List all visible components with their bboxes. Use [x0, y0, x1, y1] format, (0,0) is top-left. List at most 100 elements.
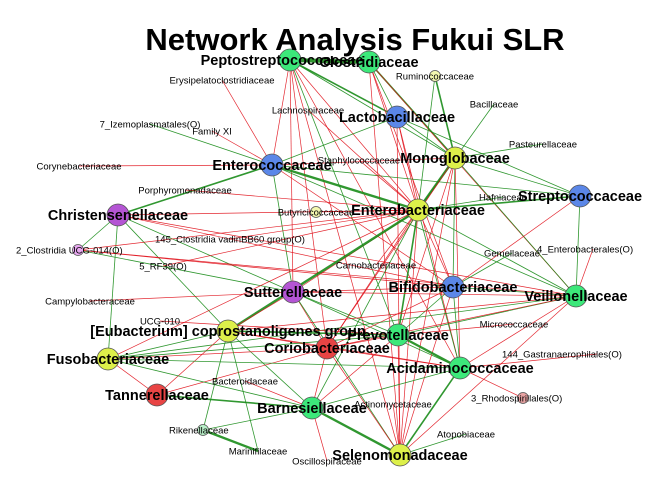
edge-streptococcaceae-enterobacteriaceae: [417, 195, 581, 211]
edge-monoglobaceae-streptococcaceae: [454, 157, 581, 197]
node-clostridiaceae: [357, 50, 381, 74]
edge-lactobacillaceae-streptococcaceae: [396, 116, 581, 197]
node-veillonellaceae: [564, 284, 588, 308]
node-bifidobacteriaceae: [441, 275, 465, 299]
label-clostridia_vadin: 145_Clostridia vadinBB60 group(O): [155, 235, 305, 246]
edge-clostridia_ucg014-bifidobacteriaceae: [77, 249, 454, 288]
edge-bifidobacteriaceae-acidaminococcaceae: [452, 286, 461, 369]
label-ruminococcaceae: Ruminococcaceae: [396, 72, 474, 83]
edge-peptostreptococcaceae-acidaminococcaceae: [289, 59, 461, 369]
edge-peptostreptococcaceae-lactobacillaceae: [289, 59, 398, 118]
edge-eubacterium-fusobacteriaceae: [107, 330, 229, 360]
edge-acidaminococcaceae-barnesiellaceae: [311, 367, 461, 409]
edge-eubacterium-barnesiellaceae: [227, 330, 313, 409]
edge-enterobacteriaceae-acidaminococcaceae: [417, 209, 461, 369]
label-erysipelatoclostridiaceae: Erysipelatoclostridiaceae: [169, 76, 274, 87]
edge-eubacterium-rikenellaceae: [202, 330, 229, 431]
edge-carnobacteriaceae-enterobacteriaceae: [375, 209, 419, 266]
edge-coriobacteriaceae-fusobacteriaceae: [107, 347, 328, 360]
label-layer: PeptostreptococcaceaeClostridiaceaeErysi…: [16, 53, 642, 468]
label-peptostreptococcaceae: Peptostreptococcaceae: [201, 53, 364, 69]
edge-enterococcaceae-christensenellaceae: [117, 164, 273, 216]
node-layer: [72, 48, 592, 467]
edge-peptostreptococcaceae-coriobacteriaceae: [289, 59, 328, 349]
edge-acidaminococcaceae-fusobacteriaceae: [107, 358, 461, 369]
label-enterobacterales: 4_Enterobacterales(O): [537, 245, 633, 256]
label-pasteurellaceae: Pasteurellaceae: [509, 140, 577, 151]
label-tannerellaceae: Tannerellaceae: [105, 388, 209, 404]
edge-campylobacteraceae-sutterellaceae: [89, 291, 294, 302]
node-barnesiellaceae: [300, 396, 324, 420]
label-selenomonadaceae: Selenomonadaceae: [332, 448, 467, 464]
edge-enterobacteriaceae-coriobacteriaceae: [326, 209, 419, 349]
edge-fusobacteriaceae-barnesiellaceae: [107, 358, 313, 409]
edge-monoglobaceae-bifidobacteriaceae: [452, 157, 456, 288]
edge-porphyromonadaceae-enterobacteriaceae: [184, 189, 419, 211]
label-lachnospiraceae: Lachnospiraceae: [272, 106, 344, 117]
edge-bacteroidaceae-barnesiellaceae: [244, 380, 313, 409]
edge-clostridia_ucg014-veillonellaceae: [77, 249, 577, 297]
edge-enterococcaceae-bifidobacteriaceae: [271, 164, 454, 288]
edge-christensenellaceae-eubacterium: [117, 214, 229, 332]
label-rf39: 5_RF39(O): [139, 262, 187, 273]
node-eubacterium: [216, 319, 240, 343]
edge-sutterellaceae-veillonellaceae: [292, 291, 577, 297]
edge-christensenellaceae-bifidobacteriaceae: [117, 214, 454, 288]
edge-erysipelatoclostridiaceae-enterococcaceae: [221, 79, 273, 166]
label-monoglobaceae: Monoglobaceae: [400, 151, 510, 167]
edge-barnesiellaceae-selenomonadaceae: [311, 406, 401, 457]
edge-monoglobaceae-coriobacteriaceae: [326, 157, 456, 349]
edge-bifidobacteriaceae-veillonellaceae: [452, 286, 577, 297]
node-butyricicoccaceae: [310, 206, 322, 218]
edge-sutterellaceae-selenomonadaceae: [292, 291, 401, 456]
node-peptostreptococcaceae: [278, 48, 302, 72]
edge-coriobacteriaceae-tannerellaceae: [156, 347, 328, 396]
label-acidaminococcaceae: Acidaminococcaceae: [386, 361, 534, 377]
label-clostridia_ucg014: 2_Clostridia UCG-014(O): [16, 246, 123, 257]
edge-enterococcaceae-streptococcaceae: [271, 164, 581, 197]
edge-layer: [77, 58, 598, 462]
edge-lactobacillaceae-selenomonadaceae: [396, 116, 401, 456]
edge-tannerellaceae-barnesiellaceae: [156, 394, 313, 409]
edge-veillonellaceae-acidaminococcaceae: [459, 295, 577, 369]
edge-sutterellaceae-prevotellaceae: [292, 291, 399, 336]
edge-butyricicoccaceae-enterobacteriaceae: [315, 209, 419, 213]
edge-rikenellaceae-marinifilaceae: [202, 428, 259, 453]
label-clostridiaceae: Clostridiaceae: [319, 55, 418, 71]
node-coriobacteriaceae: [315, 336, 339, 360]
node-clostridia_ucg014: [72, 244, 84, 256]
edge-corynebacteriaceae-enterococcaceae: [78, 164, 273, 167]
node-monoglobaceae: [443, 146, 467, 170]
label-oscillospiraceae: Oscillospiraceae: [292, 457, 362, 468]
label-gastranaerophilales: 144_Gastranaerophilales(O): [502, 350, 622, 361]
node-sutterellaceae: [281, 280, 305, 304]
edge-marinifilaceae-eubacterium: [227, 330, 259, 452]
label-bacteroidaceae: Bacteroidaceae: [212, 377, 278, 388]
edge-lactobacillaceae-acidaminococcaceae: [396, 116, 461, 369]
edge-clostridia_ucg014-enterobacteriaceae: [77, 209, 419, 251]
node-acidaminococcaceae: [448, 356, 472, 380]
edge-veillonellaceae-coriobacteriaceae: [326, 295, 577, 349]
edge-peptostreptococcaceae-sutterellaceae: [289, 59, 294, 293]
node-prevotellaceae: [386, 323, 410, 347]
edge-sutterellaceae-eubacterium: [227, 291, 294, 332]
edge-ruminococcaceae-monoglobaceae: [434, 75, 456, 159]
label-butyricicoccaceae: Butyricicoccaceae: [278, 208, 355, 219]
edge-staphylococcaceae-enterobacteriaceae: [358, 159, 419, 211]
edge-monoglobaceae-acidaminococcaceae: [454, 157, 461, 369]
edge-prevotellaceae-fusobacteriaceae: [107, 334, 399, 360]
edge-enterococcaceae-sutterellaceae: [271, 164, 294, 293]
edge-peptostreptococcaceae-clostridiaceae: [289, 58, 370, 64]
edge-micrococcaceae-prevotellaceae: [397, 323, 515, 336]
edge-acidaminococcaceae-selenomonadaceae: [399, 367, 461, 456]
label-fusobacteriaceae: Fusobacteriaceae: [47, 352, 170, 368]
edge-izemoplasmatales-enterococcaceae: [149, 123, 273, 166]
edge-clostridia_ucg014-sutterellaceae: [77, 249, 294, 293]
edge-rf39-enterobacteriaceae: [162, 209, 419, 267]
edge-barnesiellaceae-rikenellaceae: [202, 407, 313, 431]
label-actinomycetaceae: Actinomycetaceae: [354, 400, 432, 411]
edge-enterobacteriaceae-bifidobacteriaceae: [417, 209, 454, 288]
node-christensenellaceae: [106, 203, 130, 227]
label-veillonellaceae: Veillonellaceae: [524, 289, 627, 305]
